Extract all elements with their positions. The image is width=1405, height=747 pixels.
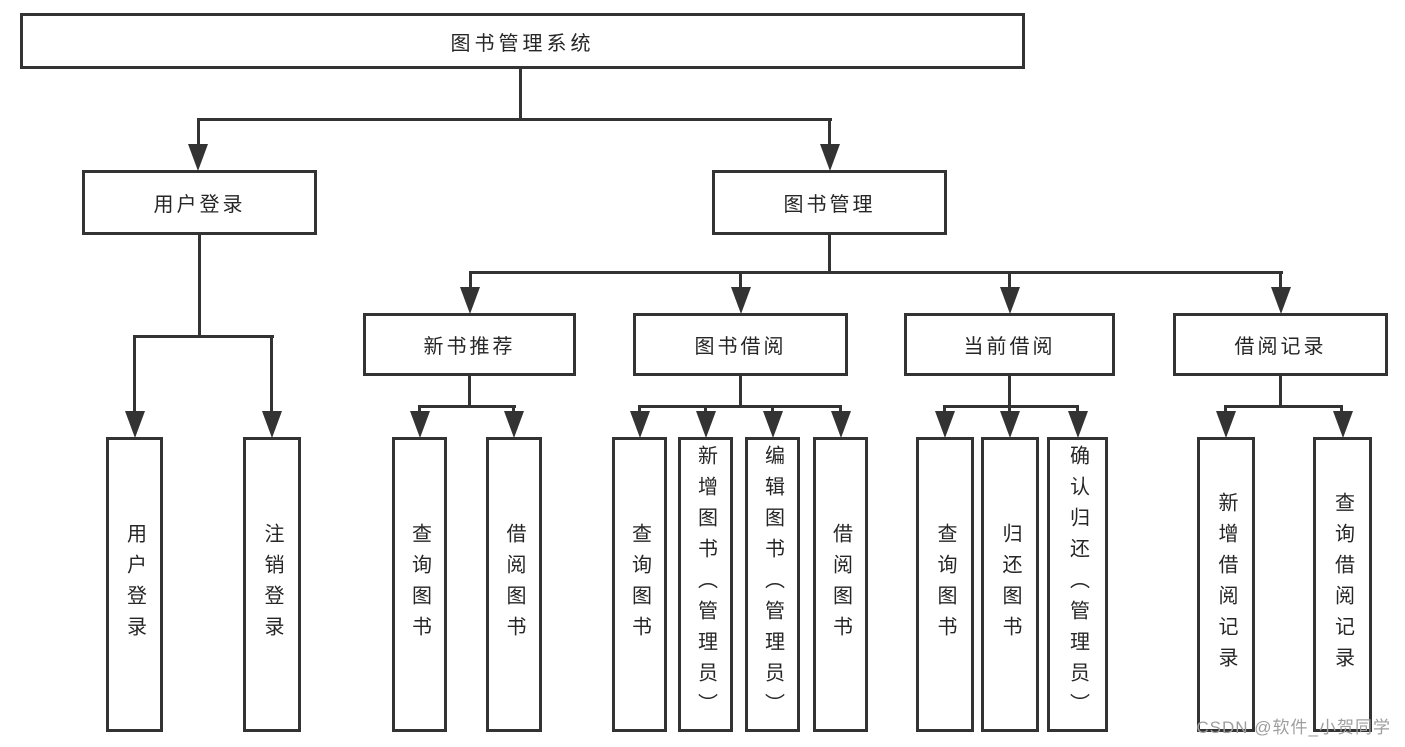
connector-user-login-drop: [197, 118, 200, 146]
connector-leaf-drop: [1340, 405, 1343, 413]
connector-level3-drop: [469, 271, 472, 289]
leaf-record-query-label: 查询借阅记录: [1331, 491, 1354, 678]
arrow-down-icon: [410, 411, 430, 438]
connector-leaf-drop: [512, 405, 515, 413]
arrow-down-icon: [1216, 411, 1236, 438]
leaf-bookborrow-borrow: 借阅图书: [813, 437, 868, 732]
connector-book-management-drop: [828, 118, 831, 146]
arrow-down-icon: [831, 411, 851, 438]
connector-record-rail: [1224, 405, 1343, 408]
leaf-current-return: 归还图书: [981, 437, 1039, 732]
leaf-current-confirm-label: 确认归还（管理员）: [1066, 445, 1089, 724]
arrow-down-icon: [262, 411, 282, 438]
leaf-bookborrow-borrow-label: 借阅图书: [829, 522, 852, 647]
leaf-bookborrow-query-label: 查询图书: [628, 522, 651, 647]
node-borrow-record-label: 借阅记录: [1234, 336, 1327, 358]
leaf-record-add: 新增借阅记录: [1197, 437, 1255, 732]
node-root: 图书管理系统: [20, 13, 1025, 69]
leaf-bookborrow-edit: 编辑图书（管理员）: [745, 437, 800, 732]
connector-bookborrow-stem: [739, 376, 742, 407]
leaf-bookborrow-add: 新增图书（管理员）: [678, 437, 733, 732]
leaf-bookborrow-add-label: 新增图书（管理员）: [694, 445, 717, 724]
leaf-user-login-label: 用户登录: [123, 522, 146, 647]
arrow-down-icon: [1333, 411, 1353, 438]
connector-current-stem: [1008, 376, 1011, 407]
leaf-record-add-label: 新增借阅记录: [1215, 491, 1237, 678]
connector-level3-drop: [1008, 271, 1011, 289]
arrow-down-icon: [820, 144, 840, 171]
leaf-current-query-label: 查询图书: [934, 522, 956, 647]
connector-bookborrow-rail: [638, 405, 842, 408]
node-book-borrow-label: 图书借阅: [694, 336, 787, 358]
arrow-down-icon: [460, 287, 480, 314]
node-new-book-recommend-label: 新书推荐: [423, 336, 516, 358]
connector-leaf-drop: [1008, 405, 1011, 413]
arrow-down-icon: [935, 411, 955, 438]
connector-root-rail: [197, 118, 832, 121]
arrow-down-icon: [504, 411, 524, 438]
leaf-user-login: 用户登录: [106, 437, 163, 732]
connector-leaf-drop: [638, 405, 641, 413]
arrow-down-icon: [630, 411, 650, 438]
leaf-bookborrow-query: 查询图书: [612, 437, 667, 732]
connector-leaf-drop: [704, 405, 707, 413]
connector-level3-drop: [739, 271, 742, 289]
connector-user-login-rail: [133, 335, 274, 338]
arrow-down-icon: [1000, 411, 1020, 438]
leaf-newbook-query-label: 查询图书: [408, 522, 431, 647]
connector-leaf-drop: [839, 405, 842, 413]
arrow-down-icon: [1000, 287, 1020, 314]
node-current-borrow: 当前借阅: [904, 313, 1115, 376]
connector-book-management-rail: [469, 271, 1283, 274]
leaf-current-return-label: 归还图书: [999, 522, 1021, 647]
arrow-down-icon: [125, 411, 145, 438]
connector-leaf-drop: [1076, 405, 1079, 413]
csdn-watermark: CSDN @软件_小贺同学: [1196, 718, 1391, 737]
leaf-newbook-borrow-label: 借阅图书: [503, 522, 525, 647]
arrow-down-icon: [1068, 411, 1088, 438]
leaf-newbook-borrow: 借阅图书: [486, 437, 542, 732]
connector-leaf-drop: [1224, 405, 1227, 413]
connector-user-login-stem: [198, 235, 201, 338]
node-borrow-record: 借阅记录: [1173, 313, 1388, 376]
node-new-book-recommend: 新书推荐: [363, 313, 576, 376]
arrow-down-icon: [188, 144, 208, 171]
connector-leaf-drop: [771, 405, 774, 413]
connector-leaf-drop: [418, 405, 421, 413]
arrow-down-icon: [1271, 287, 1291, 314]
node-book-management: 图书管理: [712, 170, 947, 235]
leaf-current-confirm: 确认归还（管理员）: [1047, 437, 1108, 732]
connector-level3-drop: [1279, 271, 1282, 289]
arrow-down-icon: [696, 411, 716, 438]
leaf-current-query: 查询图书: [916, 437, 974, 732]
connector-newbook-rail: [418, 405, 516, 408]
connector-newbook-stem: [468, 376, 471, 407]
node-book-management-label: 图书管理: [783, 194, 876, 216]
connector-leaf-drop: [943, 405, 946, 413]
leaf-logout-label: 注销登录: [261, 522, 283, 647]
connector-record-stem: [1279, 376, 1282, 407]
node-book-borrow: 图书借阅: [633, 313, 848, 376]
leaf-record-query: 查询借阅记录: [1313, 437, 1372, 732]
connector-current-rail: [943, 405, 1079, 408]
node-user-login-label: 用户登录: [153, 194, 246, 216]
leaf-logout: 注销登录: [243, 437, 301, 732]
connector-root-stem: [519, 69, 522, 121]
node-user-login: 用户登录: [82, 170, 317, 235]
connector-leaf-drop: [133, 335, 136, 413]
leaf-bookborrow-edit-label: 编辑图书（管理员）: [761, 445, 784, 724]
node-root-label: 图书管理系统: [450, 32, 595, 55]
node-current-borrow-label: 当前借阅: [963, 336, 1056, 358]
arrow-down-icon: [731, 287, 751, 314]
leaf-newbook-query: 查询图书: [392, 437, 447, 732]
connector-leaf-drop: [270, 335, 273, 413]
connector-book-management-stem: [828, 235, 831, 274]
arrow-down-icon: [763, 411, 783, 438]
